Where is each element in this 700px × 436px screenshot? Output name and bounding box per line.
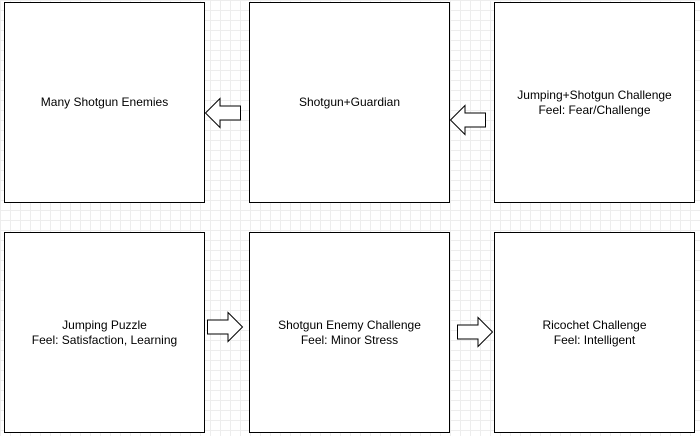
node-shotgun-guardian[interactable]: Shotgun+Guardian (249, 2, 450, 203)
node-many-shotgun-enemies[interactable]: Many Shotgun Enemies (4, 2, 205, 203)
node-jumping-puzzle[interactable]: Jumping Puzzle Feel: Satisfaction, Learn… (4, 232, 205, 433)
node-label-line: Many Shotgun Enemies (40, 95, 169, 109)
node-label-line: Shotgun Enemy Challenge (278, 317, 421, 332)
arrow-right-icon[interactable] (457, 316, 494, 348)
arrow-left-icon[interactable] (449, 104, 486, 136)
node-feel-line: Feel: Minor Stress (300, 332, 399, 347)
node-label-line: Jumping Puzzle (62, 317, 147, 332)
node-jumping-shotgun-challenge[interactable]: Jumping+Shotgun Challenge Feel: Fear/Cha… (494, 2, 695, 203)
node-ricochet-challenge[interactable]: Ricochet Challenge Feel: Intelligent (494, 232, 695, 433)
node-shotgun-enemy-challenge[interactable]: Shotgun Enemy Challenge Feel: Minor Stre… (249, 232, 450, 433)
node-label-line: Jumping+Shotgun Challenge (517, 87, 672, 102)
node-label-line: Shotgun+Guardian (298, 95, 401, 109)
node-feel-line: Feel: Fear/Challenge (538, 102, 651, 117)
node-feel-line: Feel: Intelligent (553, 332, 636, 347)
arrow-left-icon[interactable] (204, 97, 241, 129)
node-label-line: Ricochet Challenge (542, 317, 647, 332)
arrow-right-icon[interactable] (207, 311, 244, 343)
node-feel-line: Feel: Satisfaction, Learning (31, 332, 178, 347)
